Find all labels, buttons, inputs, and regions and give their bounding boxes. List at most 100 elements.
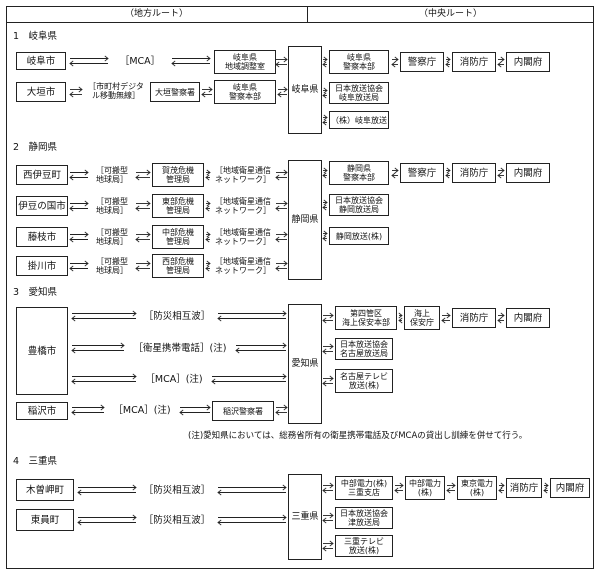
arrow-right-head [283,200,288,207]
arrow-right-head [500,482,505,489]
arrow-left-head [217,489,222,496]
arrow-left-head [497,61,502,68]
arrow-left-head [322,92,327,99]
arrow-left-head [179,409,184,416]
aichi-mca-label-1: ［MCA］(注) [145,373,203,385]
satellite-network-label-4: ［地域衛星通信 ネットワーク］ [215,257,271,275]
crisis-center-box-3: 中部危機 管理局 [152,225,204,249]
arrow-right-head [206,169,211,176]
arrow-left-head [498,487,503,494]
arrow-left-head [77,519,82,526]
arrow-right-head [208,86,213,93]
arrow-left-head [135,265,140,272]
arrow-left-head [211,378,216,385]
arrow-right-head [399,482,404,489]
arrow-left-head [205,205,210,212]
section-title-gifu: 1 岐阜県 [13,31,58,42]
arrow-right-head [398,312,403,319]
arrow-left-head [275,205,280,212]
shizuoka-npa-box: 警察庁 [400,163,444,183]
gifu-fdma-box: 消防庁 [452,52,496,72]
arrow-right-head [323,56,328,63]
arrow-right-head [323,230,328,237]
arrow-right-head [132,310,137,317]
shizuoka-police-box: 静岡県 警察本部 [329,161,389,185]
chubu-electric-box: 中部電力 (株) [405,476,445,500]
arrow-left-head [322,317,327,324]
arrow-left-head [322,545,327,552]
aichi-disaster-wave-label-1: ［防災相互波］ [143,310,211,322]
arrow-left-head [77,489,82,496]
satellite-network-label-1: ［地域衛星通信 ネットワーク］ [215,166,271,184]
aichi-mca-label-2: ［MCA］(注) [113,404,171,416]
arrow-right-head [329,482,334,489]
shizuoka-cabinet-box: 内閣府 [506,163,550,183]
arrow-left-head [322,119,327,126]
inazawa-city-box: 稲沢市 [16,402,68,420]
arrow-right-head [84,200,89,207]
arrow-right-head [84,231,89,238]
gifu-city-box: 岐阜市 [16,52,66,70]
portable-station-label-3: ［可搬型 地球局］ [96,228,128,246]
arrow-left-head [135,236,140,243]
kisosaki-town-box: 木曽岬町 [16,479,74,501]
inazawa-police-box: 稲沢警察署 [212,401,274,421]
arrow-right-head [323,114,328,121]
arrow-right-head [146,260,151,267]
arrow-right-head [283,86,288,93]
arrow-right-head [206,55,211,62]
arrow-left-head [322,235,327,242]
mie-cabinet-box: 内閣府 [550,478,590,498]
portable-station-label-4: ［可搬型 地球局］ [96,257,128,275]
arrow-right-head [132,373,137,380]
arrow-right-head [132,514,137,521]
arrow-right-head [84,169,89,176]
arrow-right-head [132,484,137,491]
arrow-right-head [283,56,288,63]
arrow-right-head [446,56,451,63]
arrow-right-head [283,260,288,267]
arrow-right-head [451,482,456,489]
arrow-left-head [201,91,206,98]
gifu-nhk-box: 日本放送協会 岐阜放送局 [329,82,389,104]
arrow-right-head [146,200,151,207]
arrow-right-head [282,310,287,317]
arrow-right-head [329,512,334,519]
aichi-broadcast-box: 名古屋テレビ 放送(株) [335,369,393,393]
shizuoka-city-box-4: 掛川市 [16,256,68,276]
arrow-right-head [329,312,334,319]
crisis-center-box-2: 東部危機 管理局 [152,194,204,218]
crisis-center-box-4: 西部危機 管理局 [152,254,204,278]
arrow-left-head [275,61,280,68]
arrow-left-head [446,487,451,494]
shizuoka-nhk-box: 日本放送協会 静岡放送局 [329,194,389,216]
mie-fdma-box: 消防庁 [506,478,542,498]
arrow-left-head [135,205,140,212]
arrow-left-head [135,174,140,181]
arrow-right-head [206,200,211,207]
arrow-right-head [446,167,451,174]
arrow-left-head [391,172,396,179]
ogaki-city-box: 大垣市 [16,82,66,102]
section-title-shizuoka: 2 静岡県 [13,142,58,153]
arrow-left-head [497,317,502,324]
arrow-left-head [71,347,76,354]
arrow-right-head [323,167,328,174]
portable-station-label-2: ［可搬型 地球局］ [96,197,128,215]
section-title-aichi: 3 愛知県 [13,287,58,298]
arrow-right-head [100,404,105,411]
arrow-left-head [322,61,327,68]
aichi-satellite-phone-label: ［衛星携帯電話］(注) [133,342,227,354]
gifu-mca-label: ［MCA］ [119,55,161,67]
arrow-left-head [69,205,74,212]
satellite-network-label-3: ［地域衛星通信 ネットワーク］ [215,228,271,246]
aichi-prefecture-box: 愛知県 [288,304,322,424]
arrow-right-head [282,484,287,491]
arrow-left-head [394,487,399,494]
arrow-left-head [205,265,210,272]
crisis-center-box-1: 賀茂危機 管理局 [152,163,204,187]
satellite-network-label-2: ［地域衛星通信 ネットワーク］ [215,197,271,215]
mie-broadcast-box: 三重テレビ 放送(株) [335,535,393,557]
